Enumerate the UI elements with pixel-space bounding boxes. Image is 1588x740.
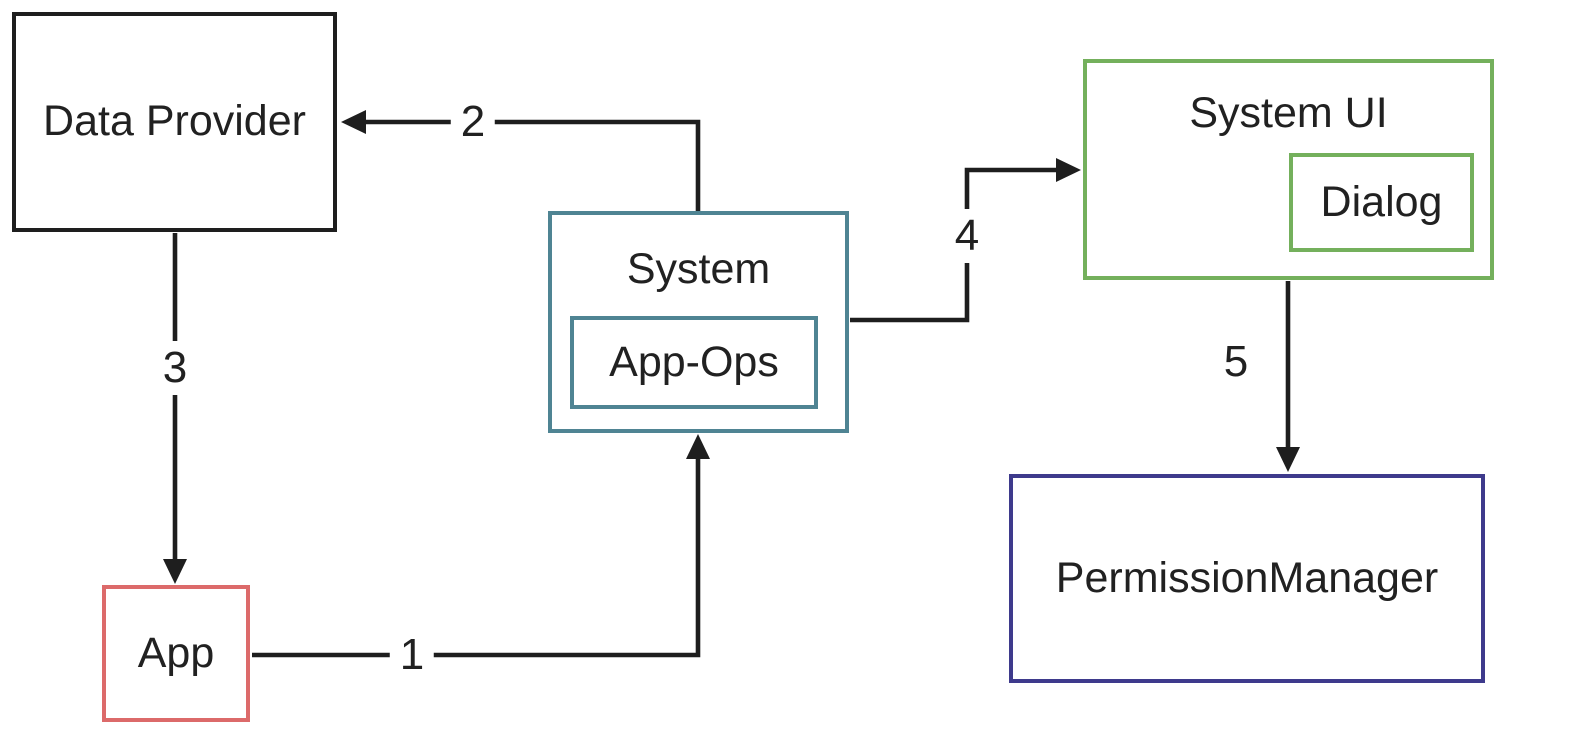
node-app-ops: App-Ops: [570, 316, 818, 409]
node-app: App: [102, 585, 250, 722]
edge-label-4: 4: [944, 209, 990, 263]
arrow-5-head: [1276, 447, 1300, 472]
edge-label-1: 1: [389, 628, 435, 682]
node-system-ui: System UI Dialog: [1083, 59, 1494, 280]
arrow-2-head: [341, 110, 366, 134]
arrow-3-head: [163, 559, 187, 584]
node-system-label: System: [626, 245, 771, 293]
edge-label-5: 5: [1213, 335, 1259, 389]
edge-label-3: 3: [152, 341, 198, 395]
node-permission-manager: PermissionManager: [1009, 474, 1485, 683]
arrow-2-line: [364, 119, 701, 212]
node-system: System App-Ops: [548, 211, 849, 433]
arrow-1-line: [252, 457, 701, 658]
edge-label-2: 2: [450, 95, 496, 149]
node-dialog-label: Dialog: [1320, 177, 1443, 226]
arrow-4-head: [1056, 158, 1081, 182]
node-permission-manager-label: PermissionManager: [1055, 553, 1439, 602]
node-system-ui-label: System UI: [1189, 89, 1388, 137]
node-app-ops-label: App-Ops: [609, 337, 779, 386]
node-data-provider: Data Provider: [12, 12, 337, 232]
arrow-1-head: [686, 434, 710, 459]
node-app-label: App: [137, 628, 215, 677]
node-dialog: Dialog: [1289, 153, 1474, 252]
node-data-provider-label: Data Provider: [43, 97, 306, 146]
